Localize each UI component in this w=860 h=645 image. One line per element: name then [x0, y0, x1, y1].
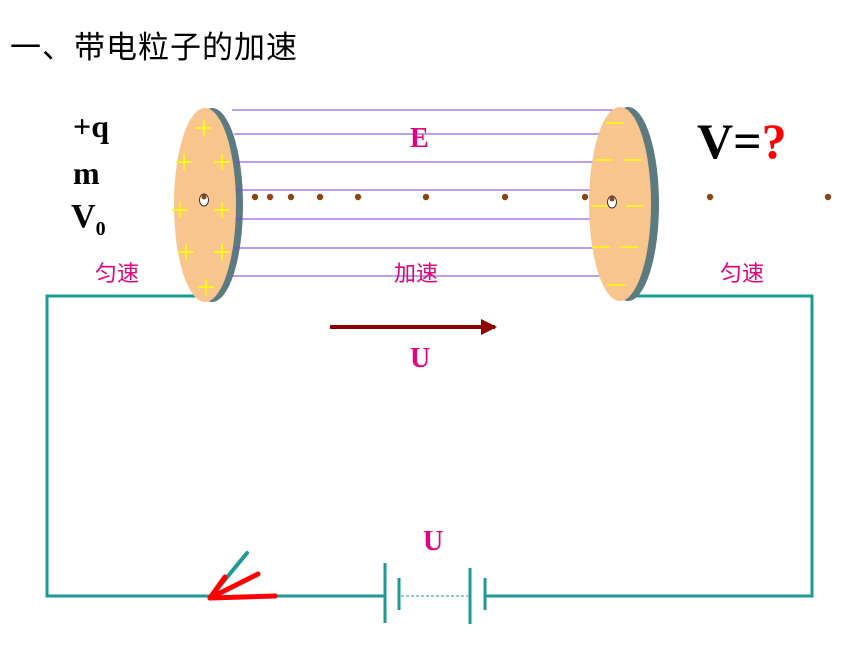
- question-mark: ?: [761, 113, 787, 169]
- mass-label: m: [73, 155, 100, 191]
- charge-label: +q: [73, 108, 110, 144]
- initial-velocity-label: V0: [71, 198, 106, 240]
- region-left-label: 匀速: [95, 262, 140, 287]
- positive-plate: [172, 108, 243, 302]
- final-velocity-prefix: V=: [697, 113, 762, 169]
- field-label: E: [410, 123, 429, 154]
- field-lines: [232, 107, 643, 279]
- minus-signs: [592, 122, 644, 286]
- voltage-label: U: [410, 343, 431, 374]
- velocity-base: V: [71, 198, 96, 235]
- battery-symbol: [383, 563, 487, 624]
- particle-path: [251, 193, 832, 201]
- region-middle-label: 加速: [394, 262, 439, 287]
- switch-symbol: [207, 551, 278, 601]
- page-title: 一、带电粒子的加速: [10, 30, 298, 66]
- region-right-label: 匀速: [720, 262, 765, 287]
- circuit-wire: [45, 294, 814, 598]
- velocity-subscript: 0: [95, 218, 106, 240]
- negative-plate: [589, 107, 659, 301]
- plus-signs: [172, 120, 230, 295]
- final-velocity-label: V=?: [697, 112, 787, 170]
- battery-voltage-label: U: [423, 526, 444, 557]
